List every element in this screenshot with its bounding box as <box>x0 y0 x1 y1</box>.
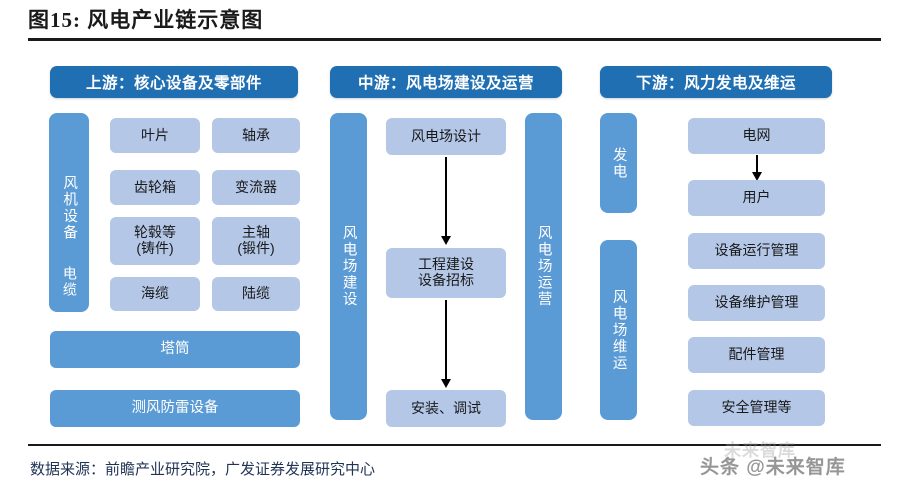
downstream-node-end-user: 用户 <box>688 180 825 216</box>
upstream-component-blade: 叶片 <box>110 118 200 153</box>
arrow-grid-to-user <box>688 155 825 181</box>
upstream-component-hub-castings: 轮毂等 (铸件) <box>110 217 200 265</box>
section-header-midstream: 中游：风电场建设及运营 <box>330 66 562 98</box>
midstream-rail-windfarm-operation: 风电场运营 <box>525 113 562 420</box>
upstream-component-gearbox: 齿轮箱 <box>110 170 200 205</box>
arrow-tender-to-installation <box>386 300 506 388</box>
upstream-item-tower: 塔筒 <box>50 331 300 368</box>
midstream-step-installation-commissioning: 安装、调试 <box>386 390 506 427</box>
upstream-component-converter: 变流器 <box>212 170 300 205</box>
downstream-ops-parts-management: 配件管理 <box>688 337 825 373</box>
midstream-step-engineering-equipment-tender: 工程建设 设备招标 <box>386 248 506 298</box>
watermark: 未来智库 头条 @未来智库 <box>700 441 846 479</box>
downstream-node-power-grid: 电网 <box>688 118 825 154</box>
downstream-ops-equipment-operation-management: 设备运行管理 <box>688 233 825 269</box>
footer-divider <box>28 444 881 446</box>
section-header-upstream: 上游：核心设备及零部件 <box>50 66 298 98</box>
downstream-ops-equipment-maintenance-management: 设备维护管理 <box>688 285 825 321</box>
source-note: 数据来源：前瞻产业研究院，广发证券发展研究中心 <box>30 462 376 478</box>
section-header-downstream: 下游：风力发电及维运 <box>600 66 832 98</box>
upstream-component-land-cable: 陆缆 <box>212 277 300 311</box>
upstream-category-cable: 电缆 <box>49 252 89 312</box>
watermark-ghost-text: 未来智库 <box>724 441 796 460</box>
downstream-rail-windfarm-om: 风电场维运 <box>600 240 637 420</box>
watermark-text: 头条 @未来智库 <box>700 457 846 478</box>
midstream-step-windfarm-design: 风电场设计 <box>386 118 506 155</box>
title-divider-top <box>28 38 881 41</box>
downstream-rail-power-generation: 发电 <box>600 113 637 213</box>
downstream-ops-safety-management: 安全管理等 <box>688 390 825 426</box>
page-title: 图15: 风电产业链示意图 <box>28 8 264 32</box>
upstream-component-submarine-cable: 海缆 <box>110 277 200 311</box>
upstream-component-main-shaft-forgings: 主轴 (锻件) <box>212 217 300 265</box>
arrow-design-to-tender <box>386 157 506 245</box>
upstream-component-bearing: 轴承 <box>212 118 300 153</box>
upstream-item-wind-measurement-lightning-protection: 测风防雷设备 <box>50 390 300 427</box>
midstream-rail-windfarm-construction: 风电场建设 <box>330 113 367 420</box>
